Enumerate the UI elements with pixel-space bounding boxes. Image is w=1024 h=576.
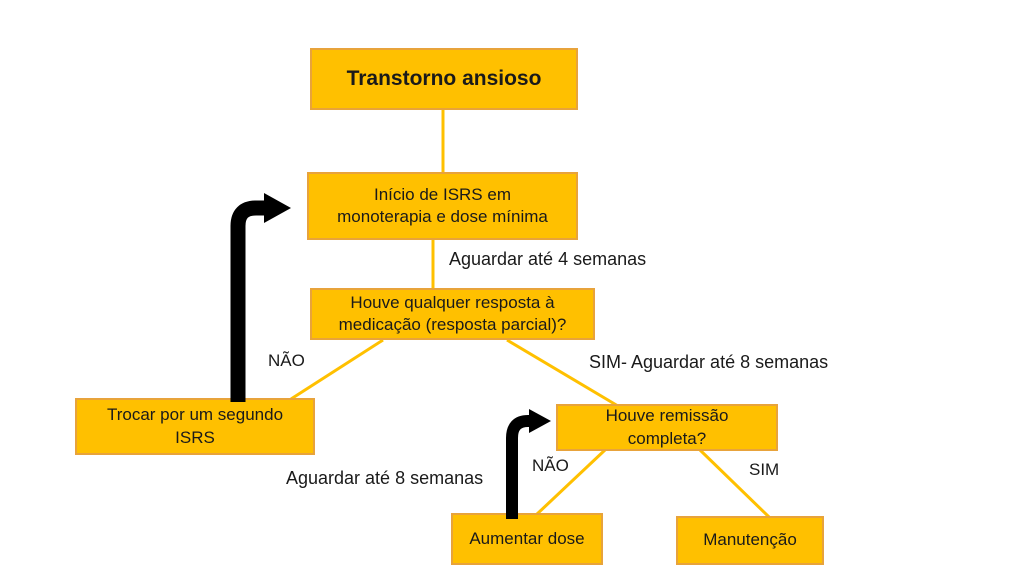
- edge-label-nao-2: NÃO: [532, 456, 569, 475]
- flowchart-node-inicio: Início de ISRS em monoterapia e dose mín…: [307, 172, 578, 240]
- connector-resposta-trocar: [290, 338, 384, 401]
- connector-remissao-aumentar: [534, 448, 607, 517]
- edge-label-aguardar-8-semanas: Aguardar até 8 semanas: [286, 468, 484, 488]
- edge-label-aguardar-4-semanas: Aguardar até 4 semanas: [449, 249, 647, 269]
- flowchart-node-resposta: Houve qualquer resposta à medicação (res…: [310, 288, 595, 340]
- flowchart-node-remissao: Houve remissão completa?: [556, 404, 778, 451]
- connector-resposta-remissao: [506, 338, 619, 408]
- connector-remissao-manutencao: [698, 448, 771, 519]
- flowchart-node-transtorno: Transtorno ansioso: [310, 48, 578, 110]
- flowchart-node-trocar: Trocar por um segundo ISRS: [75, 398, 315, 455]
- flowchart-node-aumentar: Aumentar dose: [451, 513, 603, 565]
- edge-label-nao-1: NÃO: [268, 351, 305, 370]
- flowchart-node-manutencao: Manutenção: [676, 516, 824, 565]
- edge-label-sim-aguardar-8-semanas: SIM- Aguardar até 8 semanas: [589, 352, 829, 372]
- edge-label-sim-2: SIM: [749, 460, 780, 479]
